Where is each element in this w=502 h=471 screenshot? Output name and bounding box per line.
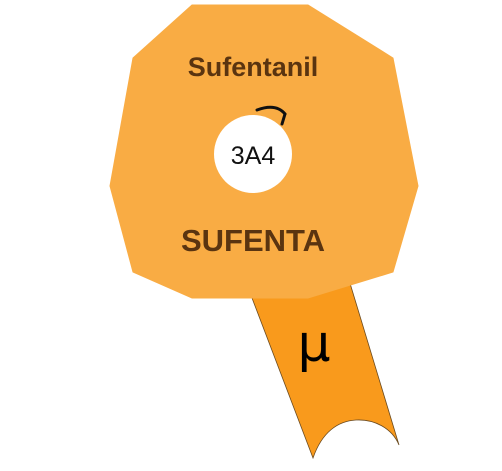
receptor-symbol: μ	[297, 314, 330, 374]
enzyme-label: 3A4	[231, 142, 276, 170]
metabolism-arrow-head	[280, 112, 287, 126]
brand-name: SUFENTA	[181, 223, 325, 258]
receptor-ribbon	[251, 269, 400, 460]
metabolism-arrow-icon	[255, 105, 287, 116]
generic-name: Sufentanil	[188, 52, 319, 82]
enzyme-circle	[214, 115, 292, 193]
